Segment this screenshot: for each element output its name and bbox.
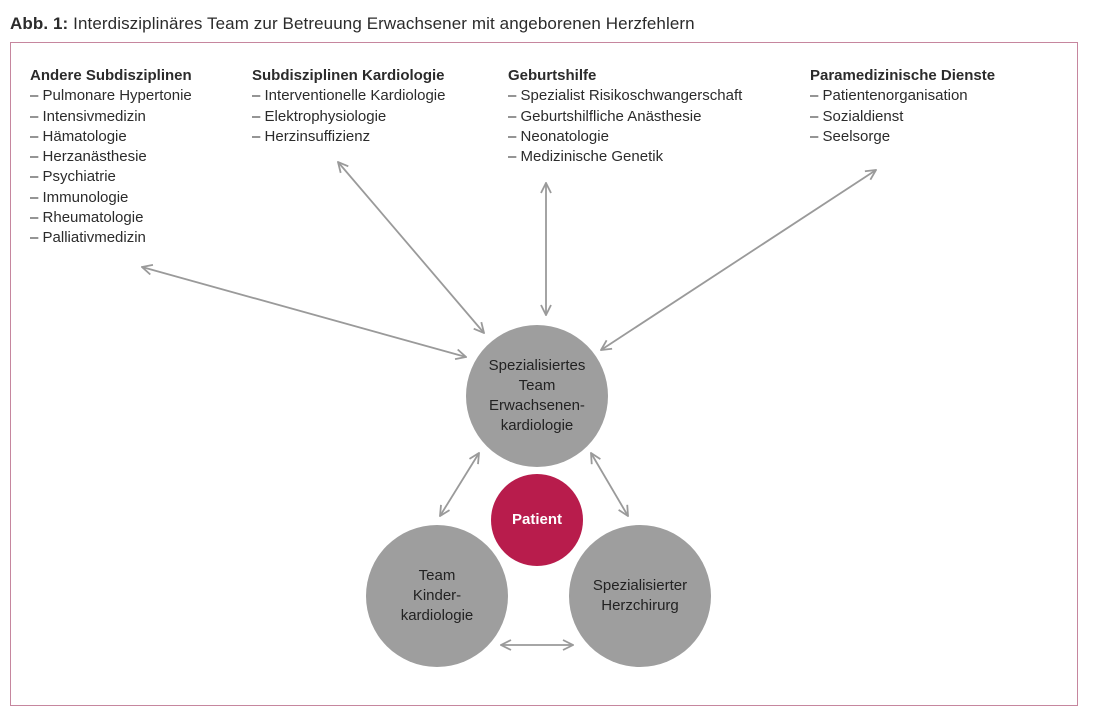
arrow-center-left	[440, 453, 479, 516]
node-label: Patient	[511, 511, 562, 528]
node-label: Team Kinder- kardiologie	[400, 567, 474, 624]
list-item: Hämatologie	[30, 127, 192, 147]
list-item: Seelsorge	[810, 127, 995, 147]
group-list: Patientenorganisation Sozialdienst Seels…	[810, 86, 995, 147]
list-item: Palliativmedizin	[30, 228, 192, 248]
arrow-center-right	[591, 453, 628, 516]
list-item: Interventionelle Kardiologie	[252, 86, 446, 106]
node-label: Spezialisiertes Team Erwachsenen- kardio…	[488, 357, 586, 434]
group-title: Andere Subdisziplinen	[30, 67, 192, 84]
arrow-paramedizinische-dienste	[601, 170, 876, 350]
group-paramedizinische-dienste: Paramedizinische Dienste Patientenorgani…	[810, 66, 995, 147]
group-geburtshilfe: Geburtshilfe Spezialist Risikoschwangers…	[508, 66, 742, 167]
arrow-subdisziplinen-kardiologie	[338, 162, 484, 333]
list-item: Pulmonare Hypertonie	[30, 86, 192, 106]
node-patient: Patient	[491, 474, 583, 566]
list-item: Medizinische Genetik	[508, 147, 742, 167]
caption-label: Abb. 1:	[10, 14, 69, 33]
group-list: Pulmonare Hypertonie Intensivmedizin Häm…	[30, 86, 192, 248]
list-item: Elektrophysiologie	[252, 107, 445, 127]
node-label: Spezialisierter Herzchirurg	[592, 577, 688, 614]
arrow-andere-subdisziplinen	[142, 267, 466, 357]
group-list: Spezialist Risikoschwangerschaft Geburts…	[508, 86, 743, 167]
list-item: Patientenorganisation	[810, 86, 995, 106]
group-title: Subdisziplinen Kardiologie	[252, 67, 445, 84]
node-kinderkardiologie: Team Kinder- kardiologie	[366, 525, 508, 667]
group-title: Paramedizinische Dienste	[810, 67, 996, 84]
node-erwachsenenkardiologie: Spezialisiertes Team Erwachsenen- kardio…	[466, 325, 608, 467]
caption-text: Interdisziplinäres Team zur Betreuung Er…	[68, 14, 695, 33]
group-subdisziplinen-kardiologie: Subdisziplinen Kardiologie Interventione…	[252, 66, 445, 147]
group-andere-subdisziplinen: Andere Subdisziplinen Pulmonare Hyperton…	[30, 66, 192, 249]
group-title: Geburtshilfe	[508, 67, 597, 84]
list-item: Spezialist Risikoschwangerschaft	[508, 86, 743, 106]
group-list: Interventionelle Kardiologie Elektrophys…	[252, 86, 446, 147]
list-item: Herzanästhesie	[30, 147, 192, 167]
list-item: Psychiatrie	[30, 167, 192, 187]
list-item: Herzinsuffizienz	[252, 127, 445, 147]
list-item: Sozialdienst	[810, 107, 995, 127]
list-item: Intensivmedizin	[30, 107, 192, 127]
list-item: Neonatologie	[508, 127, 742, 147]
list-item: Geburtshilfliche Anästhesie	[508, 107, 742, 127]
node-herzchirurg: Spezialisierter Herzchirurg	[569, 525, 711, 667]
list-item: Rheumatologie	[30, 208, 192, 228]
figure-caption: Abb. 1: Interdisziplinäres Team zur Betr…	[10, 14, 695, 34]
list-item: Immunologie	[30, 188, 192, 208]
diagram-frame	[10, 42, 1078, 706]
